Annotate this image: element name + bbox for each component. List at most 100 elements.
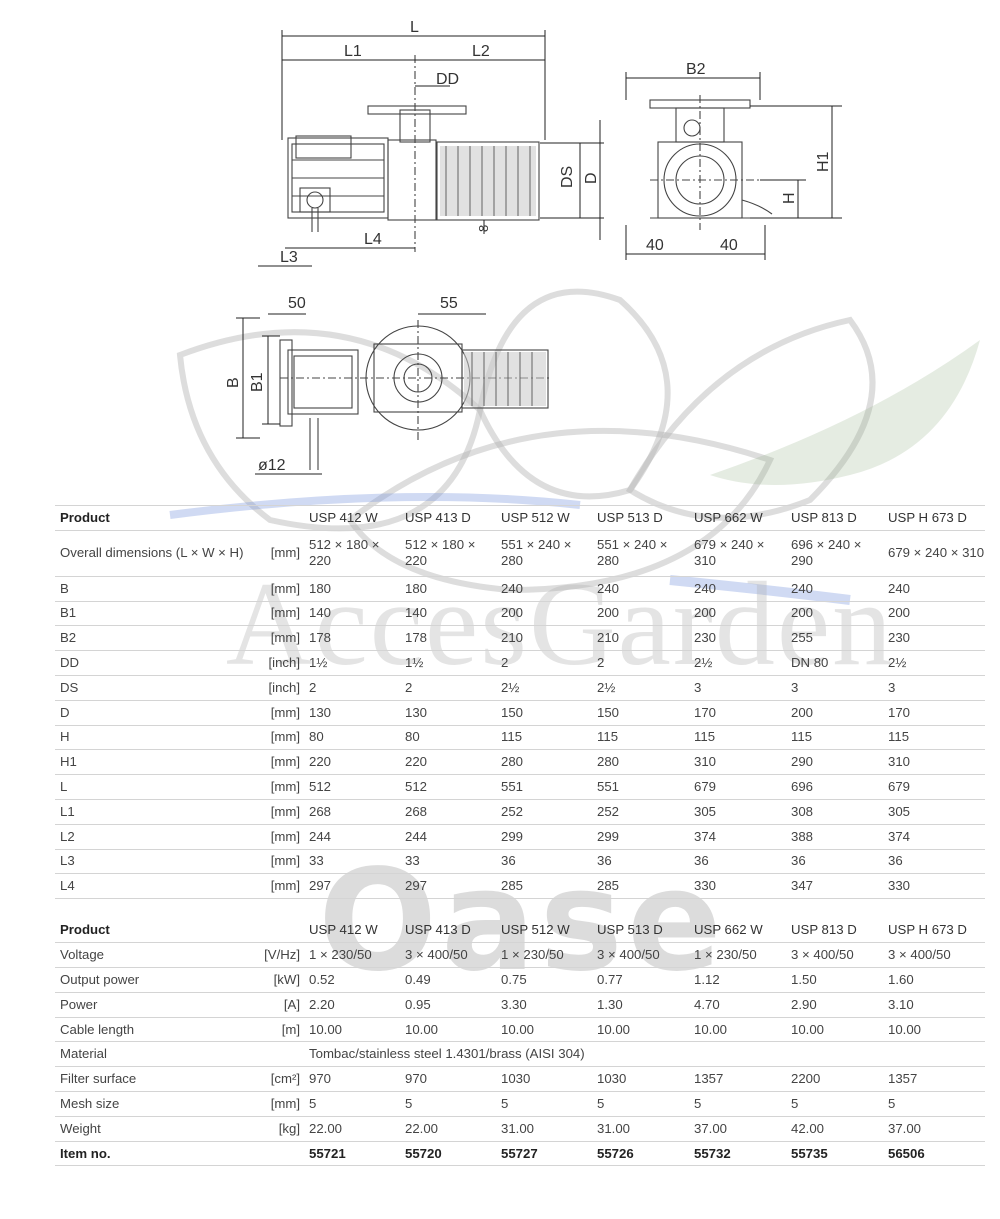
row-value: 1030 <box>496 1066 593 1093</box>
row-label: L3 <box>55 849 250 875</box>
dim-L4: L4 <box>364 231 382 248</box>
dim-DS: DS <box>559 166 576 188</box>
row-value: 200 <box>496 601 593 627</box>
row-value: 679 × 240 × 310 <box>883 530 986 577</box>
row-value: 255 <box>786 625 884 652</box>
row-label: H1 <box>55 749 250 776</box>
row-label: L4 <box>55 873 250 900</box>
row-value: 347 <box>786 873 884 900</box>
row-value: 2½ <box>592 675 690 701</box>
header-model: USP 413 D <box>400 505 497 531</box>
row-label: L2 <box>55 824 250 850</box>
row-label: Output power <box>55 967 250 993</box>
row-value: 388 <box>786 824 884 850</box>
top-motor-box <box>287 349 359 415</box>
row-value: 3 <box>883 675 986 701</box>
row-value: 0.49 <box>400 967 497 993</box>
header-model: USP 512 W <box>496 918 593 944</box>
row-value: 374 <box>689 824 787 850</box>
row-unit: [mm] <box>250 799 305 825</box>
row-value: 2200 <box>786 1066 884 1093</box>
row-value: 220 <box>400 749 497 776</box>
row-value: 230 <box>689 625 787 652</box>
row-value: 2½ <box>883 650 986 676</box>
dim-8: 8 <box>476 225 491 232</box>
row-value: 33 <box>304 849 401 875</box>
pump-housing <box>387 139 437 221</box>
row-value: 970 <box>400 1066 497 1093</box>
header-model: USP H 673 D <box>883 505 986 531</box>
dim-H: H <box>781 192 798 204</box>
row-unit: [kW] <box>250 967 305 993</box>
row-value: 244 <box>304 824 401 850</box>
row-label: Power <box>55 992 250 1018</box>
top-strainer-mesh <box>464 352 546 406</box>
header-model: USP 412 W <box>304 505 401 531</box>
row-value: 0.52 <box>304 967 401 993</box>
row-value: 150 <box>592 700 690 726</box>
row-value: 308 <box>786 799 884 825</box>
row-value: 178 <box>400 625 497 652</box>
row-unit: [inch] <box>250 650 305 676</box>
row-value: DN 80 <box>786 650 884 676</box>
dim-H1: H1 <box>815 151 832 172</box>
row-value: 22.00 <box>400 1116 497 1142</box>
row-value: 200 <box>786 601 884 627</box>
row-value: 150 <box>496 700 593 726</box>
row-unit: [A] <box>250 992 305 1018</box>
row-label: Cable length <box>55 1017 250 1043</box>
row-value: 37.00 <box>689 1116 787 1142</box>
row-value: 679 <box>883 774 986 800</box>
row-value: 2 <box>496 650 593 676</box>
row-value: 31.00 <box>592 1116 690 1142</box>
row-value: 696 <box>786 774 884 800</box>
row-value: 22.00 <box>304 1116 401 1142</box>
row-unit: [V/Hz] <box>250 942 305 969</box>
row-value: 1 × 230/50 <box>496 942 593 969</box>
row-value: 1½ <box>400 650 497 676</box>
row-label: Overall dimensions (L × W × H) <box>55 530 250 577</box>
row-value: 268 <box>304 799 401 825</box>
dim-50: 50 <box>288 295 306 312</box>
row-value: 130 <box>304 700 401 726</box>
strainer-basket <box>436 141 540 221</box>
dim-40-right: 40 <box>720 237 738 254</box>
row-value: 56506 <box>883 1141 986 1167</box>
row-value: 55732 <box>689 1141 787 1167</box>
row-unit: [mm] <box>250 749 305 776</box>
row-value: 180 <box>304 576 401 602</box>
row-value: 55726 <box>592 1141 690 1167</box>
row-value: 200 <box>592 601 690 627</box>
row-unit: [mm] <box>250 700 305 726</box>
row-value: 551 × 240 × 280 <box>496 530 593 577</box>
row-unit: [inch] <box>250 675 305 701</box>
row-value: 55727 <box>496 1141 593 1167</box>
row-value: 200 <box>786 700 884 726</box>
row-value: 55735 <box>786 1141 884 1167</box>
row-value: 679 <box>689 774 787 800</box>
mesh-grid <box>445 146 531 216</box>
row-value: 2 <box>304 675 401 701</box>
row-value: 1½ <box>304 650 401 676</box>
row-value: 297 <box>304 873 401 900</box>
row-value: 696 × 240 × 290 <box>786 530 884 577</box>
header-model: USP 513 D <box>592 505 690 531</box>
row-value: 140 <box>400 601 497 627</box>
row-value: 36 <box>883 849 986 875</box>
row-value: 5 <box>883 1091 986 1117</box>
row-unit <box>250 1141 305 1167</box>
row-value: 252 <box>592 799 690 825</box>
row-unit: [mm] <box>250 1091 305 1117</box>
row-value: 115 <box>689 725 787 751</box>
